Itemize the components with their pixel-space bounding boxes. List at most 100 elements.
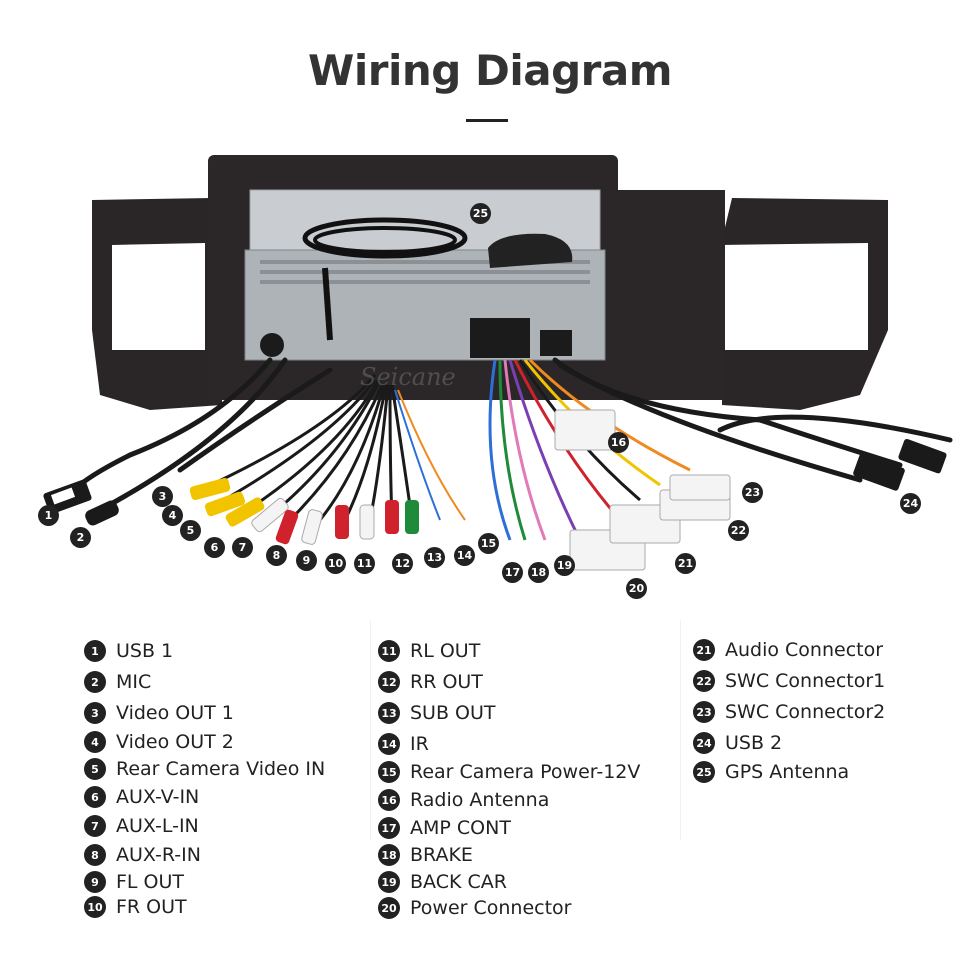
legend-number: 13 — [378, 702, 400, 724]
mic-plug — [85, 500, 119, 526]
legend-number: 4 — [84, 731, 106, 753]
legend-item: 24 USB 2 — [693, 730, 782, 756]
rca-plugs — [189, 477, 419, 545]
legend-label: USB 1 — [116, 640, 174, 662]
legend-label: SWC Connector2 — [725, 701, 886, 723]
callout-12: 12 — [392, 553, 413, 574]
legend-label: Video OUT 1 — [116, 702, 234, 724]
legend-label: RR OUT — [410, 671, 483, 693]
head-unit-chassis — [244, 189, 606, 361]
wiring-diagram-image: Seicane — [43, 155, 953, 571]
callout-13: 13 — [424, 547, 445, 568]
legend-item: 14 IR — [378, 731, 429, 757]
callout-8: 8 — [266, 545, 287, 566]
legend-label: USB 2 — [725, 732, 783, 754]
legend-item: 12 RR OUT — [378, 669, 483, 695]
legend-number: 1 — [84, 640, 106, 662]
legend-item: 1 USB 1 — [84, 638, 173, 664]
callout-7: 7 — [232, 537, 253, 558]
legend-item: 4 Video OUT 2 — [84, 729, 234, 755]
callout-23: 23 — [742, 482, 763, 503]
legend-label: GPS Antenna — [725, 761, 850, 783]
legend-number: 10 — [84, 896, 106, 918]
legend-label: RL OUT — [410, 640, 481, 662]
legend-number: 19 — [378, 871, 400, 893]
legend-label: AUX-R-IN — [116, 844, 201, 866]
legend-number: 11 — [378, 640, 400, 662]
white-connectors — [554, 409, 731, 571]
legend-number: 25 — [693, 761, 715, 783]
legend-item: 10 FR OUT — [84, 894, 187, 920]
callout-4: 4 — [162, 505, 183, 526]
legend-item: 18 BRAKE — [378, 842, 473, 868]
callout-15: 15 — [478, 533, 499, 554]
callout-10: 10 — [325, 553, 346, 574]
legend-number: 20 — [378, 897, 400, 919]
legend-number: 21 — [693, 639, 715, 661]
legend-item: 7 AUX-L-IN — [84, 813, 199, 839]
legend-number: 16 — [378, 789, 400, 811]
gps-antenna — [302, 217, 573, 341]
legend-item: 6 AUX-V-IN — [84, 784, 199, 810]
legend-label: MIC — [116, 671, 152, 693]
legend-number: 2 — [84, 671, 106, 693]
legend-label: Audio Connector — [725, 639, 884, 661]
legend-label: BRAKE — [410, 844, 473, 866]
callout-1: 1 — [38, 505, 59, 526]
legend-item: 8 AUX-R-IN — [84, 842, 201, 868]
legend-label: SUB OUT — [410, 702, 496, 724]
callout-21: 21 — [675, 553, 696, 574]
callout-25: 25 — [470, 203, 491, 224]
legend-item: 13 SUB OUT — [378, 700, 496, 726]
callout-9: 9 — [296, 550, 317, 571]
thin-leads — [394, 389, 466, 521]
legend-item: 15 Rear Camera Power-12V — [378, 759, 640, 785]
callout-24: 24 — [900, 493, 921, 514]
legend-item: 22 SWC Connector1 — [693, 668, 885, 694]
legend-divider — [680, 620, 681, 840]
legend-number: 14 — [378, 733, 400, 755]
legend-number: 8 — [84, 844, 106, 866]
legend-label: IR — [410, 733, 429, 755]
callout-14: 14 — [454, 545, 475, 566]
legend-number: 17 — [378, 817, 400, 839]
callout-6: 6 — [204, 537, 225, 558]
legend-number: 15 — [378, 761, 400, 783]
callout-16: 16 — [608, 432, 629, 453]
legend-number: 7 — [84, 815, 106, 837]
legend-number: 12 — [378, 671, 400, 693]
legend-number: 23 — [693, 701, 715, 723]
legend-number: 6 — [84, 786, 106, 808]
legend-item: 23 SWC Connector2 — [693, 699, 885, 725]
legend-label: FR OUT — [116, 896, 187, 918]
callout-2: 2 — [70, 527, 91, 548]
legend-label: AMP CONT — [410, 817, 511, 839]
legend-item: 2 MIC — [84, 669, 151, 695]
usb1-plug — [43, 479, 92, 515]
legend-label: FL OUT — [116, 871, 185, 893]
legend-label: Video OUT 2 — [116, 731, 234, 753]
legend-number: 18 — [378, 844, 400, 866]
legend-label: SWC Connector1 — [725, 670, 886, 692]
callout-11: 11 — [354, 553, 375, 574]
title-underline — [466, 119, 508, 122]
callout-17: 17 — [502, 562, 523, 583]
legend-number: 22 — [693, 670, 715, 692]
callout-19: 19 — [554, 555, 575, 576]
usb2-plug — [853, 438, 947, 491]
callout-22: 22 — [728, 520, 749, 541]
callout-18: 18 — [528, 562, 549, 583]
legend-number: 3 — [84, 702, 106, 724]
legend-label: AUX-L-IN — [116, 815, 199, 837]
legend-label: Rear Camera Power-12V — [410, 761, 641, 783]
legend-divider — [370, 620, 371, 840]
legend-number: 24 — [693, 732, 715, 754]
callout-3: 3 — [152, 486, 173, 507]
legend-label: Rear Camera Video IN — [116, 758, 326, 780]
legend-label: AUX-V-IN — [116, 786, 200, 808]
